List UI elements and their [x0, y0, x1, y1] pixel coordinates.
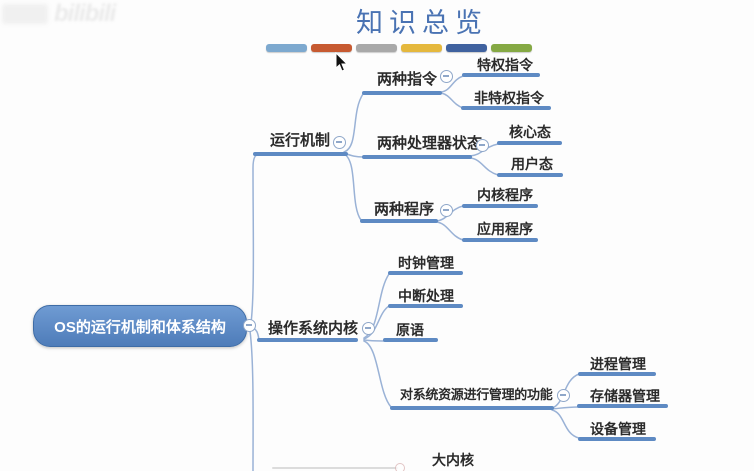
- minus-icon: [365, 327, 371, 329]
- collapse-toggle[interactable]: [333, 136, 346, 149]
- node-underline: [497, 141, 562, 145]
- connector-to-nonprivileged-instructions: [440, 92, 464, 109]
- connector-root-to-running-mechanism: [249, 152, 265, 331]
- node-underline: [383, 338, 438, 342]
- collapse-toggle[interactable]: [243, 319, 256, 332]
- node-root[interactable]: OS的运行机制和体系结构: [33, 305, 247, 347]
- minus-icon: [443, 209, 449, 211]
- connector-to-memory-management: [551, 406, 579, 410]
- connector-to-two-program-types: [343, 153, 362, 221]
- collapse-toggle[interactable]: [557, 389, 570, 402]
- node-kernel-mode[interactable]: 核心态: [509, 124, 551, 140]
- legend-swatch: [491, 44, 532, 52]
- node-resource-management-functions[interactable]: 对系统资源进行管理的功能: [400, 387, 553, 402]
- node-primitives[interactable]: 原语: [396, 322, 424, 338]
- node-underline: [497, 173, 563, 177]
- node-process-management[interactable]: 进程管理: [590, 356, 646, 372]
- collapse-toggle[interactable]: [362, 322, 375, 335]
- node-application-programs[interactable]: 应用程序: [477, 221, 533, 237]
- legend-swatch: [401, 44, 442, 52]
- node-two-instruction-types[interactable]: 两种指令: [377, 71, 438, 88]
- node-underline: [461, 106, 551, 110]
- node-underline: [462, 238, 538, 242]
- minus-icon: [560, 394, 566, 396]
- bilibili-watermark: bilibili: [54, 0, 116, 27]
- node-kernel-programs[interactable]: 内核程序: [477, 187, 533, 203]
- legend-swatch: [311, 44, 352, 52]
- minus-icon: [479, 144, 485, 146]
- collapse-toggle[interactable]: [440, 204, 453, 217]
- minus-icon: [246, 324, 252, 326]
- node-os-kernel[interactable]: 操作系统内核: [268, 320, 359, 337]
- node-monolithic-kernel[interactable]: 大内核: [432, 452, 474, 468]
- connector-to-primitives: [363, 339, 385, 342]
- node-interrupt-handling[interactable]: 中断处理: [398, 288, 454, 304]
- connector-to-device-management: [551, 409, 580, 439]
- node-memory-management[interactable]: 存储器管理: [590, 388, 660, 404]
- node-underline: [462, 204, 538, 208]
- node-device-management[interactable]: 设备管理: [590, 421, 646, 437]
- node-underline: [462, 73, 540, 77]
- node-underline: [577, 404, 668, 408]
- node-underline: [253, 152, 348, 156]
- page-title: 知识总览: [356, 8, 488, 38]
- connector-to-two-instruction-types: [343, 93, 364, 153]
- connector-to-privileged-instructions: [440, 75, 464, 93]
- mouse-cursor: [335, 52, 349, 72]
- node-underline: [578, 437, 656, 441]
- connector-to-application-programs: [435, 221, 464, 241]
- node-privileged-instructions[interactable]: 特权指令: [477, 57, 533, 73]
- node-nonprivileged-instructions[interactable]: 非特权指令: [474, 90, 544, 106]
- connector-to-resource-management: [363, 340, 392, 408]
- node-underline: [578, 372, 656, 376]
- connector-to-interrupt-handling: [363, 305, 390, 340]
- node-underline: [362, 91, 442, 95]
- node-underline: [362, 155, 472, 159]
- legend-swatch: [446, 44, 487, 52]
- node-underline: [390, 406, 554, 410]
- legend-swatch: [266, 44, 307, 52]
- collapse-toggle[interactable]: [476, 139, 489, 152]
- node-running-mechanism[interactable]: 运行机制: [270, 132, 331, 149]
- node-underline: [360, 219, 438, 223]
- minus-icon: [443, 75, 449, 77]
- node-user-mode[interactable]: 用户态: [511, 156, 553, 172]
- watermark-blur: [2, 4, 48, 24]
- node-two-program-types[interactable]: 两种程序: [374, 201, 435, 218]
- collapse-toggle[interactable]: [440, 70, 453, 83]
- node-clock-management[interactable]: 时钟管理: [398, 255, 454, 271]
- connector-root-to-bottom-branch: [249, 330, 254, 471]
- collapse-toggle[interactable]: [395, 463, 405, 471]
- node-underline: [257, 338, 358, 342]
- legend-swatch: [356, 44, 397, 52]
- node-underline: [388, 271, 463, 275]
- node-underline: [272, 467, 398, 469]
- minus-icon: [336, 141, 342, 143]
- node-underline: [388, 304, 463, 308]
- node-two-processor-states[interactable]: 两种处理器状态: [377, 135, 483, 152]
- connector-to-user-mode: [469, 157, 499, 176]
